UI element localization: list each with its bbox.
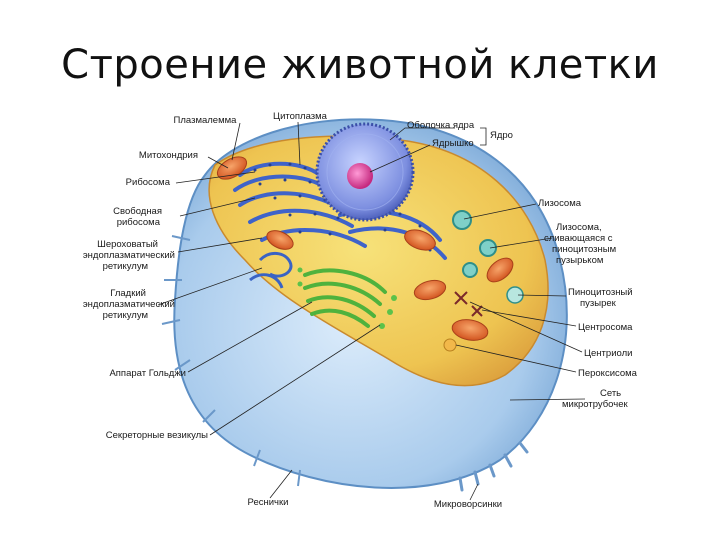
mitochondrion [404, 229, 436, 251]
label-microtubules-1: Сеть [600, 388, 621, 399]
centrosome [454, 291, 483, 317]
label-centrosome: Центросома [578, 322, 633, 333]
mitochondria-group [216, 156, 514, 341]
mitochondrion [266, 230, 294, 250]
slide-title: Строение животной клетки [61, 42, 659, 88]
label-rough-er-3: ретикулум [103, 261, 148, 272]
label-golgi: Аппарат Гольджи [109, 368, 186, 379]
label-cilia: Реснички [248, 497, 289, 508]
cilia [161, 235, 301, 487]
microvilli [458, 441, 529, 492]
label-plasmalemma: Плазмалемма [174, 115, 238, 126]
label-lysosome-fusing-4: пузырьком [556, 255, 603, 266]
label-rough-er-2: эндоплазматический [83, 250, 175, 261]
label-mitochondria: Митохондрия [139, 150, 198, 161]
label-pinocytic-2: пузырек [580, 298, 617, 309]
label-centrioles: Центриоли [584, 348, 632, 359]
label-lysosome-fusing-2: сливающаяся с [544, 233, 613, 244]
label-smooth-er-1: Гладкий [110, 288, 146, 299]
label-lysosome-fusing-1: Лизосома, [556, 222, 602, 233]
mitochondrion [486, 257, 514, 283]
label-secretory-vesicle: Секреторные везикулы [106, 430, 208, 441]
nucleus [315, 122, 415, 222]
peroxisome [443, 338, 457, 352]
lysosome-group [452, 210, 524, 304]
label-lysosome: Лизосома [538, 198, 582, 209]
lysosome [479, 239, 497, 257]
label-ribosome: Рибосома [126, 177, 171, 188]
label-cytoplasm: Цитоплазма [273, 111, 328, 122]
mitochondrion [451, 319, 489, 341]
label-nucleolus: Ядрышко [432, 138, 474, 149]
label-smooth-er-3: ретикулум [103, 310, 148, 321]
mitochondrion [216, 156, 248, 180]
label-rough-er-1: Шероховатый [97, 239, 158, 250]
leader-lines [157, 121, 586, 501]
golgi-vesicles [297, 267, 397, 329]
lysosome [462, 262, 478, 278]
nucleolus [347, 163, 373, 189]
label-lysosome-fusing-3: пиноцитозным [552, 244, 616, 255]
label-smooth-er-2: эндоплазматический [83, 299, 175, 310]
label-pinocytic-1: Пиноцитозный [568, 287, 633, 298]
mitochondrion [413, 279, 447, 301]
label-microvilli: Микроворсинки [434, 499, 502, 510]
label-microtubules-2: микротрубочек [562, 399, 628, 410]
smooth-er [249, 252, 293, 289]
label-peroxisome: Пероксисома [578, 368, 638, 379]
label-nuclear-envelope: Оболочка ядра [407, 120, 475, 131]
lysosome [452, 210, 472, 230]
label-nucleus: Ядро [490, 130, 513, 141]
label-free-ribosome-1: Свободная [113, 206, 162, 217]
label-free-ribosome-2: рибосома [117, 217, 161, 228]
golgi-apparatus [303, 268, 387, 328]
